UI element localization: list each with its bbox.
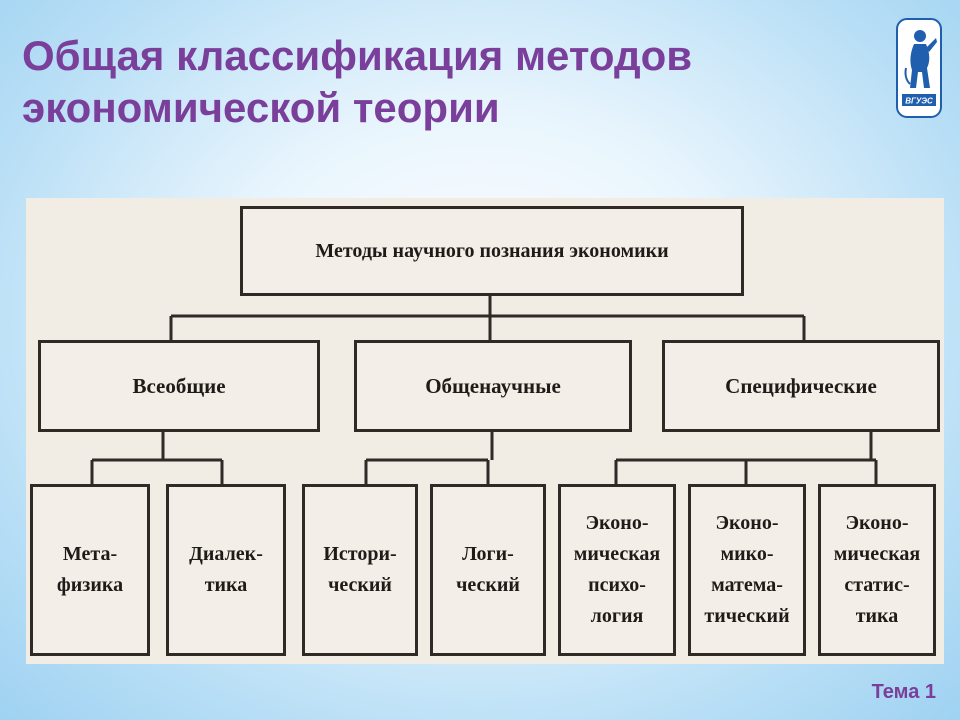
logo-text: ВГУЭС [905,97,933,106]
leaf-line: тика [204,574,248,596]
connector-lines [90,296,878,484]
leaf-box-logical: Логи- ческий [430,484,546,656]
group-label-specific: Специфические [725,374,877,398]
root-method-label: Методы научного познания экономики [315,240,669,262]
leaf-line: ческий [328,574,392,596]
leaf-line: Истори- [323,543,397,565]
leaf-line: мико- [720,543,774,565]
topic-label: Тема 1 [871,681,936,703]
leaf-line: Мета- [62,543,118,565]
leaf-line: физика [56,574,124,596]
slide-title-line-2: экономической теории [22,84,500,131]
leaf-box-economic-mathematical: Эконо- мико- матема- тический [688,484,806,656]
leaf-line: Эконо- [585,512,649,534]
leaf-line: ческий [456,574,520,596]
leaf-line: логия [590,605,644,627]
leaf-box-metaphysics: Мета- физика [30,484,150,656]
leaf-line: Диалек- [189,543,263,565]
slide-title: Общая классификация методов экономическо… [22,30,862,134]
leaf-line: статис- [844,574,910,596]
leaf-box-historical: Истори- ческий [302,484,418,656]
leaf-line: тический [704,605,790,627]
leaf-line: психо- [588,574,646,596]
slide-title-line-1: Общая классификация методов [22,32,693,79]
group-box-universal: Всеобщие [38,340,320,432]
leaf-box-dialectics: Диалек- тика [166,484,286,656]
leaf-line: Логи- [462,543,514,565]
leaf-line: Эконо- [845,512,909,534]
leaf-line: Эконо- [715,512,779,534]
leaf-box-economic-psychology: Эконо- мическая психо- логия [558,484,676,656]
group-label-general-scientific: Общенаучные [425,374,561,398]
leaf-box-economic-statistics: Эконо- мическая статис- тика [818,484,936,656]
group-box-general-scientific: Общенаучные [354,340,632,432]
hierarchy-diagram: Методы научного познания экономики Всеоб… [26,198,944,664]
group-box-specific: Специфические [662,340,940,432]
root-method-box: Методы научного познания экономики [240,206,744,296]
logo-emblem-icon: ВГУЭС [896,18,942,118]
leaf-line: мическая [573,543,661,565]
university-logo: ВГУЭС [896,18,942,118]
group-label-universal: Всеобщие [132,374,226,398]
leaf-line: тика [855,605,899,627]
leaf-line: мическая [833,543,921,565]
leaf-line: матема- [711,574,783,596]
